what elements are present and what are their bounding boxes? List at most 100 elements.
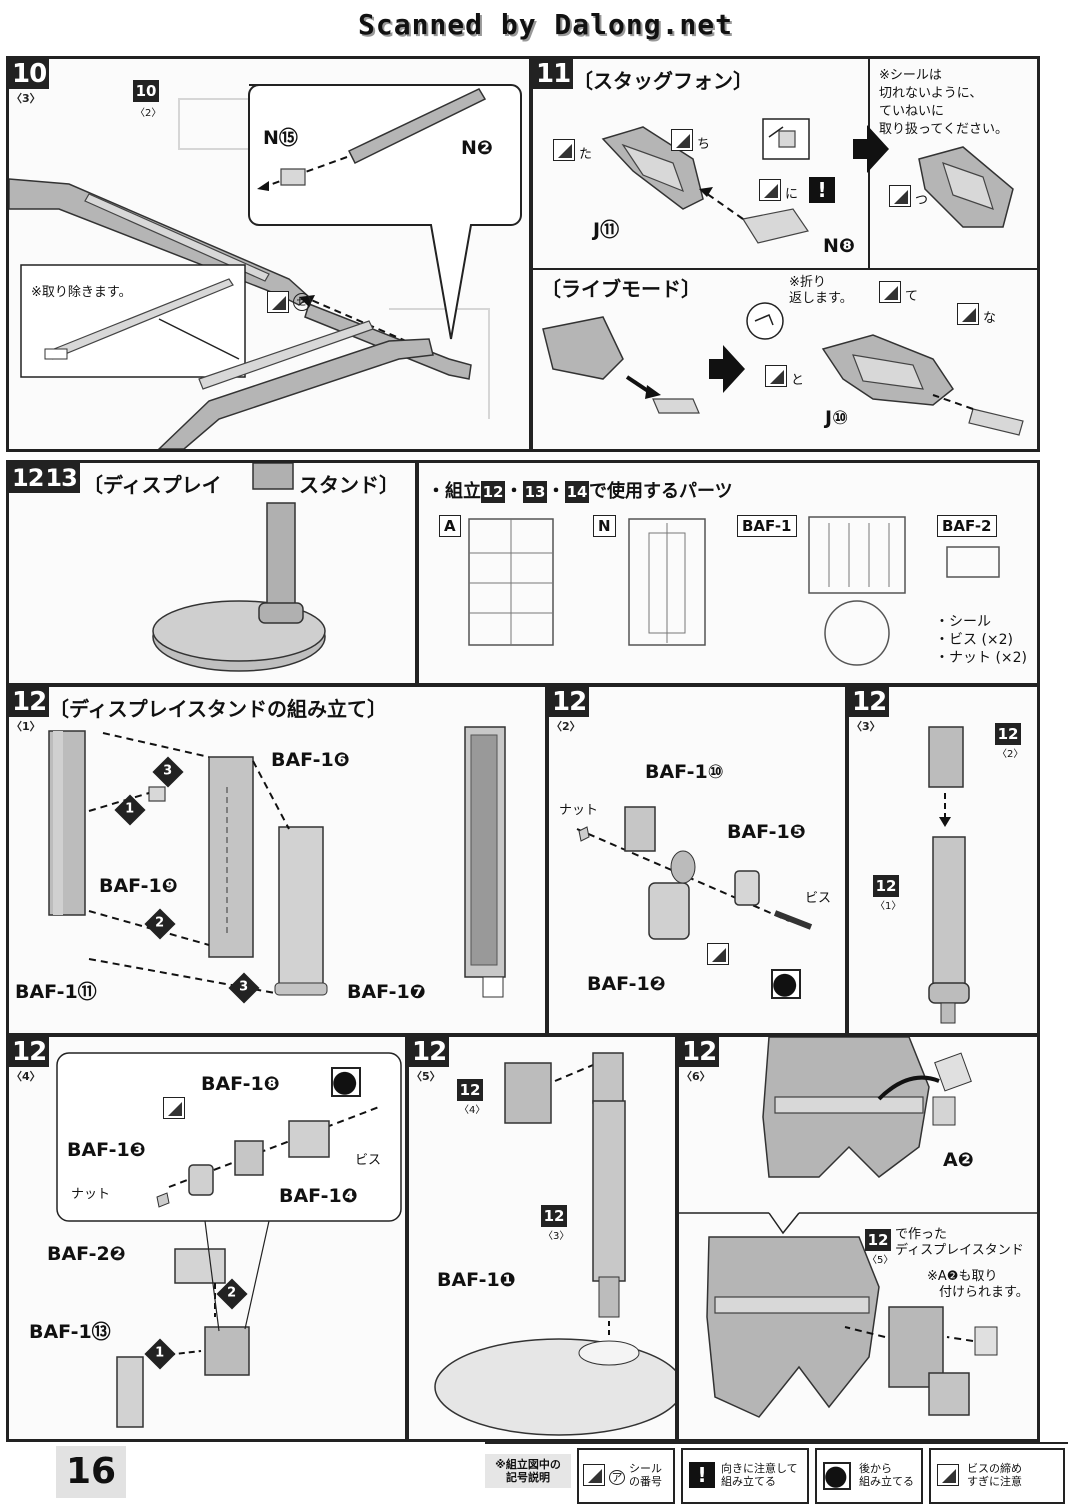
nut-label: ナット	[71, 1187, 111, 1202]
step-number: 12	[679, 1037, 720, 1067]
part-label: BAF-1❶	[437, 1269, 516, 1291]
step12-1-panel: 12 〈1〉 〔ディスプレイスタンドの組み立て〕 3 1 2 3 BAF-1❻ …	[6, 684, 548, 1036]
ref-step-box: 12	[541, 1205, 567, 1227]
step-subnumber: 〈3〉	[851, 720, 881, 733]
step-number: 11	[533, 59, 574, 89]
sticker-number: に	[785, 187, 799, 202]
legend-later: 後から組み立てる	[815, 1448, 923, 1504]
screw-tighten-icon	[707, 943, 729, 965]
screw-tighten-icon	[163, 1097, 185, 1119]
step11-panel: 11 〔スタッグフォン〕 ※シールは 切れないように、 ていねいに 取り扱ってく…	[530, 56, 1040, 452]
part-label: BAF-1❺	[727, 821, 806, 843]
step-number: 12	[549, 687, 590, 717]
step-number: 12	[9, 1037, 50, 1067]
step-ref-box: 12	[481, 481, 505, 503]
part-label: BAF-1❹	[279, 1185, 358, 1207]
stand-title-right: スタンド〕	[299, 473, 399, 497]
legend-heading: ※組立図中の 記号説明	[485, 1454, 571, 1488]
part-label-a2: A❷	[943, 1149, 974, 1171]
step-subnumber: 〈5〉	[411, 1070, 441, 1083]
part-label: BAF-1⑬	[29, 1321, 111, 1343]
step-ref-box: 13	[523, 481, 547, 503]
part-label: BAF-1❻	[271, 749, 350, 771]
a2-note-line-1: ※A❷も取り	[927, 1269, 998, 1284]
extra-nut: ・ナット (×2)	[935, 650, 1028, 666]
part-label-n2: N❷	[461, 137, 493, 159]
extra-screw: ・ビス (×2)	[935, 632, 1014, 648]
step-number: 12	[409, 1037, 450, 1067]
step-number: 12	[9, 687, 50, 717]
step10-drawing	[9, 84, 522, 449]
step12-4-panel: 12 〈4〉 BAF-1❽ BAF-1❸ BAF-1❹ BAF-2❷ BAF-1…	[6, 1034, 408, 1442]
legend-screw: ビスの締めすぎに注意	[929, 1448, 1065, 1504]
ref-step-box: 12	[865, 1229, 891, 1251]
step12-6-panel: 12 〈6〉 A❷ 12 〈5〉 で作った ディスプレイスタンド ※A❷も取り …	[676, 1034, 1040, 1442]
sticker-number: な	[983, 311, 997, 326]
sticker-marker-icon	[671, 129, 693, 151]
extra-sticker: ・シール	[935, 614, 991, 630]
step-ref-box: 14	[565, 481, 589, 503]
sticker-marker-icon	[889, 185, 911, 207]
step10-panel: 10 〈3〉 10 〈2〉 N⑮ N❷ ※取り除きます。 せ	[6, 56, 532, 452]
sticker-note: ※シールは 切れないように、 ていねいに 取り扱ってください。	[879, 68, 1008, 137]
sticker-number: て	[905, 289, 919, 304]
ref-step-sub: 〈5〉	[867, 1255, 894, 1266]
part-label: BAF-1❾	[99, 875, 178, 897]
legend-later-text: 後から組み立てる	[859, 1462, 914, 1488]
ref-step-sub: 〈1〉	[875, 901, 902, 912]
page-number: 16	[56, 1446, 126, 1498]
sticker-marker-icon	[759, 179, 781, 201]
a2-attach-note: ※A❷も取り 付けられます。	[927, 1269, 1029, 1301]
sticker-number: と	[791, 373, 805, 388]
step-subnumber: 〈1〉	[11, 720, 41, 733]
part-label: BAF-1⑪	[15, 981, 97, 1003]
ref-step-box: 12	[995, 723, 1021, 745]
part-label-j10: J⑩	[825, 407, 849, 429]
step12-5-panel: 12 〈5〉 12 〈4〉 12 〈3〉 BAF-1❶	[406, 1034, 678, 1442]
sticker-marker-icon	[765, 365, 787, 387]
runner-drawings	[468, 516, 1000, 666]
runner-label-n: N	[593, 515, 616, 537]
sticker-number: つ	[915, 193, 929, 208]
extra-parts-list: ・シール ・ビス (×2) ・ナット (×2)	[935, 613, 1027, 667]
sticker-marker-icon	[583, 1464, 605, 1486]
part-label: BAF-1❸	[67, 1139, 146, 1161]
legend-direction-text: 向きに注意して組み立てる	[721, 1462, 798, 1488]
display-stand-drawing	[152, 463, 326, 672]
live-mode-title: 〔ライブモード〕	[541, 277, 701, 301]
runner-label-a: A	[439, 515, 461, 537]
step-number: 12	[849, 687, 890, 717]
assemble-later-icon	[331, 1067, 361, 1097]
made-note-line-2: ディスプレイスタンド	[895, 1243, 1024, 1258]
a2-note-line-2: 付けられます。	[939, 1285, 1029, 1300]
direction-warning-icon: !	[689, 1462, 715, 1488]
assemble-later-icon	[771, 969, 801, 999]
step12-3-drawing	[928, 726, 970, 1024]
ref-step-box: 12	[873, 875, 899, 897]
part-label: BAF-1❷	[587, 973, 666, 995]
legend-sticker-text: シールの番号	[629, 1462, 662, 1488]
legend-sticker: ア シールの番号	[577, 1448, 675, 1504]
step-subnumber: 〈2〉	[551, 720, 581, 733]
stand-title-left: 〔ディスプレイ	[83, 473, 222, 497]
legend-screw-text: ビスの締めすぎに注意	[967, 1462, 1022, 1488]
part-label-n15: N⑮	[263, 127, 298, 149]
step12-1-title: 〔ディスプレイスタンドの組み立て〕	[49, 697, 387, 721]
ref-step-sub: 〈2〉	[135, 108, 162, 119]
assemble-later-icon	[823, 1462, 851, 1490]
sticker-number: た	[579, 147, 593, 162]
step12-4-drawing	[56, 1052, 402, 1428]
nut-label: ナット	[559, 803, 599, 818]
direction-warning-icon: !	[809, 177, 835, 203]
step12-2-drawing	[576, 806, 813, 940]
part-label: BAF-1⑩	[645, 761, 724, 783]
sticker-marker-icon	[957, 303, 979, 325]
part-label: BAF-1❽	[201, 1073, 280, 1095]
step12-5-drawing	[434, 1052, 675, 1436]
part-label: BAF-2❷	[47, 1243, 126, 1265]
screw-tighten-icon	[937, 1464, 959, 1486]
step-subnumber: 〈6〉	[681, 1070, 711, 1083]
sticker-glyph: ア	[609, 1470, 625, 1485]
